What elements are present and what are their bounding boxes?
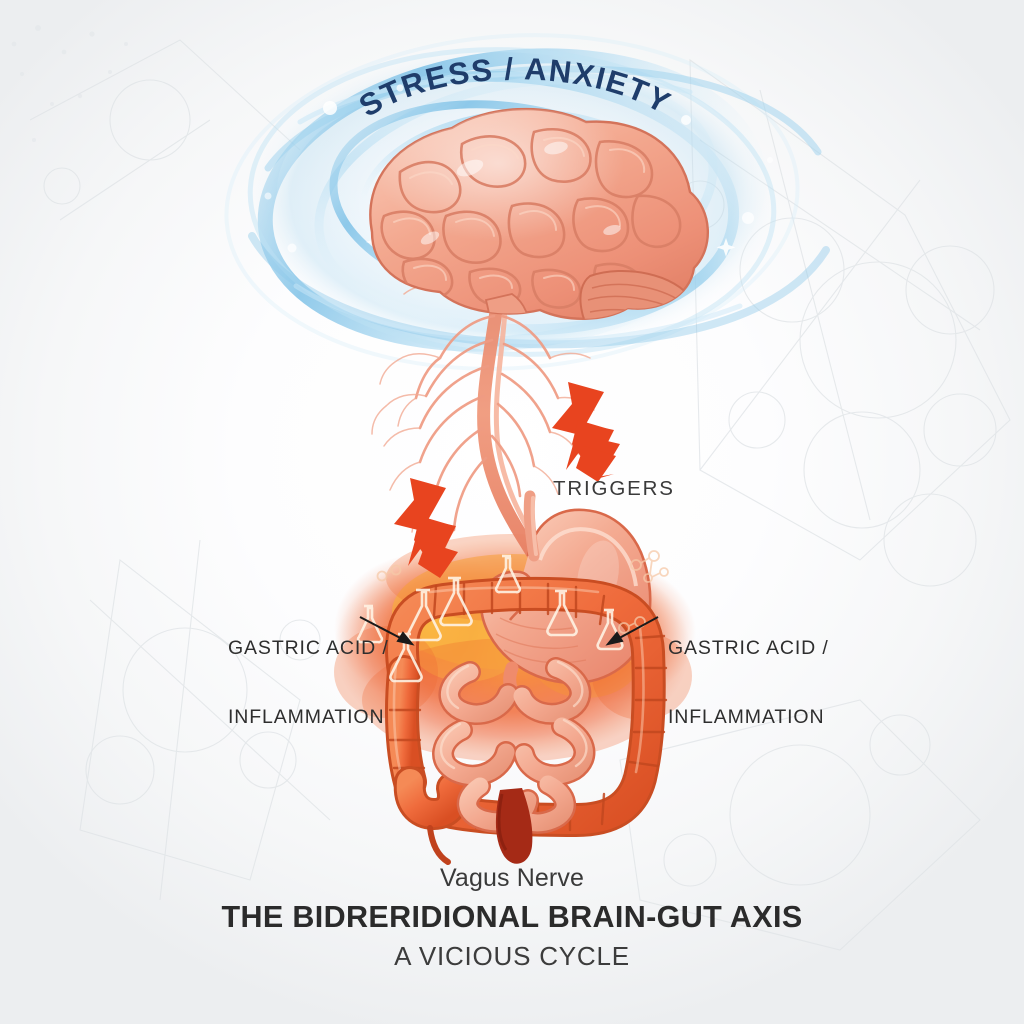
large-intestine [384, 576, 668, 865]
page-subtitle: A VICIOUS CYCLE [394, 941, 630, 971]
label-gastric-acid-right-line2: INFLAMMATION [668, 706, 825, 728]
label-gastric-acid-left-line2: INFLAMMATION [228, 706, 385, 728]
label-gastric-acid-right-line1: GASTRIC ACID / [668, 637, 829, 659]
rectum [495, 788, 533, 864]
vagus-nerve-caption: Vagus Nerve [439, 864, 585, 892]
molecule-doodle [376, 550, 669, 634]
leader-line-right [605, 616, 659, 646]
brain [369, 107, 709, 320]
small-intestine [432, 657, 596, 834]
trigger-bolt-right [552, 382, 620, 482]
trigger-bolt-left [394, 478, 458, 578]
leader-line-left [359, 616, 415, 646]
label-triggers: TRIGGERS [553, 477, 675, 500]
acid-flask-glyph [356, 554, 624, 683]
label-gastric-acid-right: GASTRIC ACID / INFLAMMATION [668, 591, 829, 775]
page-title: THE BIDRERIDIONAL BRAIN-GUT AXIS [221, 900, 803, 934]
label-gastric-acid-left-line1: GASTRIC ACID / [228, 637, 389, 659]
label-gastric-acid-left: GASTRIC ACID / INFLAMMATION [228, 591, 389, 775]
